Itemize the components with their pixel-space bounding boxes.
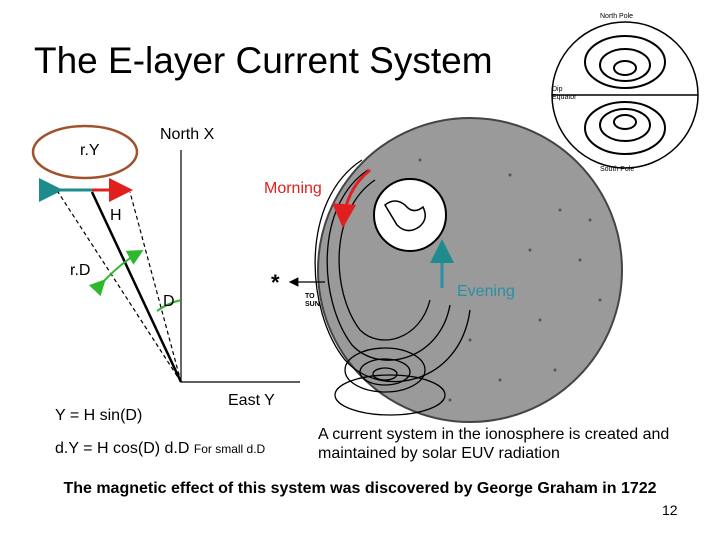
dashed-right [129,191,182,383]
slide-title: The E-layer Current System [34,40,493,81]
evening-label: Evening [457,283,515,300]
globe [317,117,623,423]
h-vector [90,191,183,383]
caption: A current system in the ionosphere is cr… [318,426,670,462]
equation-2-note: For small d.D [193,442,266,456]
rd-label: r.D [70,262,91,279]
inset-figure [551,21,699,169]
inset-dip-line-1: Dip [552,86,563,93]
north-x-label: North X [160,126,215,143]
d-label: D [163,293,175,310]
inset-dip-label: Dip Equator [552,86,577,102]
to-sun-line-1: TO [305,293,315,300]
inset-north-pole-label: North Pole [600,13,634,20]
inset-south-pole-label: South Pole [600,166,635,173]
morning-arrow [332,168,371,228]
equation-2-row: d.Y = H cos(D) d.D For small d.D [55,440,265,458]
to-sun-line-2: SUN [305,301,320,308]
morning-label: Morning [264,180,322,197]
inset-dip-line-2: Equator [552,94,577,101]
ry-ellipse [31,124,139,180]
east-y-label: East Y [228,392,275,409]
rd-arc [88,250,144,297]
globe-figure: * [271,117,623,423]
d-angle-arc [156,299,182,312]
svg-text:*: * [271,270,280,295]
h-label: H [110,207,122,224]
equation-2: d.Y = H cos(D) d.D [55,440,190,457]
to-sun-label: TO SUN [305,293,320,309]
footer-note: The magnetic effect of this system was d… [63,480,657,497]
ry-label: r.Y [80,142,100,159]
equation-1: Y = H sin(D) [55,407,143,424]
page-number: 12 [662,502,678,518]
